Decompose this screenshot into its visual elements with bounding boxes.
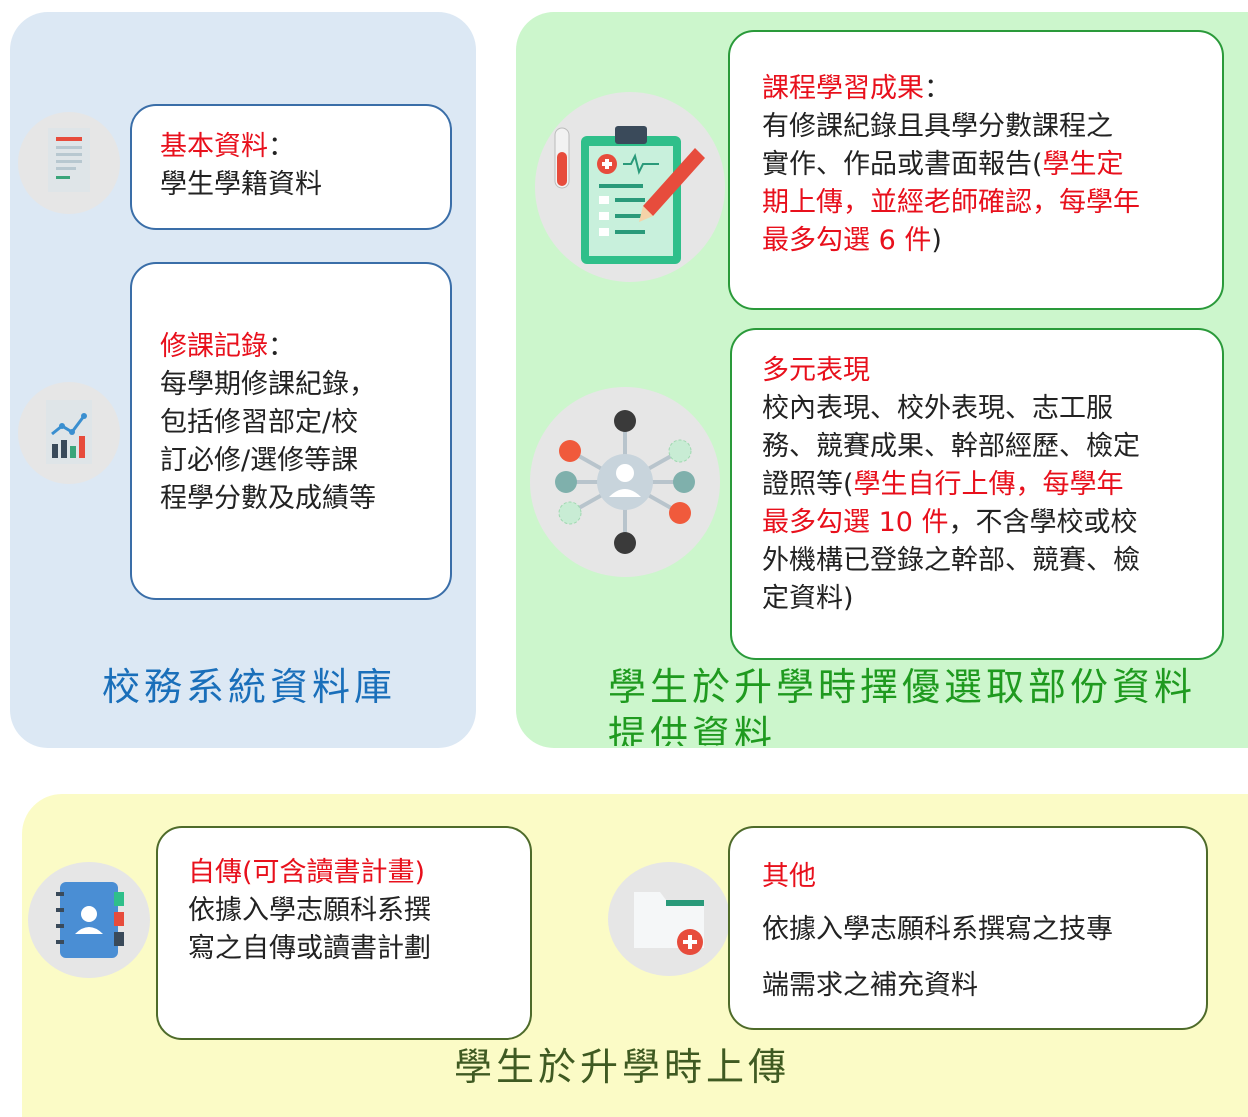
course-record-line: 包括修習部定/校 <box>160 407 359 438</box>
course-record-line: 程學分數及成績等 <box>160 483 376 514</box>
network-person-icon <box>530 387 720 577</box>
learning-outcome-card: 課程學習成果： 有修課紀錄且具學分數課程之 實作、作品或書面報告(學生定 期上傳… <box>728 30 1224 310</box>
learning-outcome-title: 課程學習成果 <box>762 73 924 104</box>
course-record-title: 修課記錄 <box>160 331 268 362</box>
autobiography-card: 自傳(可含讀書計畫) 依據入學志願科系撰 寫之自傳或讀書計劃 <box>156 826 532 1040</box>
basic-data-body: 學生學籍資料 <box>160 169 322 200</box>
selected-data-footer: 學生於升學時擇優選取部份資料 <box>608 665 1197 709</box>
clipboard-pencil-icon <box>535 92 725 282</box>
course-record-line: 訂必修/選修等課 <box>160 445 359 476</box>
course-record-card: 修課記錄： 每學期修課紀錄， 包括修習部定/校 訂必修/選修等課 程學分數及成績… <box>130 262 452 600</box>
upload-footer: 學生於升學時上傳 <box>454 1045 791 1089</box>
diverse-performance-card: 多元表現 校內表現、校外表現、志工服 務、競賽成果、幹部經歷、檢定 證照等(學生… <box>730 328 1224 660</box>
other-card: 其他 依據入學志願科系撰寫之技專 端需求之補充資料 <box>728 826 1208 1030</box>
diverse-performance-title: 多元表現 <box>762 355 870 386</box>
autobiography-title: 自傳(可含讀書計畫) <box>188 857 426 888</box>
other-title: 其他 <box>762 861 816 892</box>
selected-data-footer-overflow: 提供資料 <box>608 713 777 746</box>
school-database-footer: 校務系統資料庫 <box>102 665 397 709</box>
course-record-line: 每學期修課紀錄， <box>160 369 376 400</box>
chart-report-icon <box>18 382 120 484</box>
selected-data-footer-overflow-clip: 提供資料 <box>600 704 900 746</box>
folder-add-icon <box>608 862 730 976</box>
contact-book-icon <box>28 862 150 978</box>
document-icon <box>18 112 120 214</box>
basic-data-title: 基本資料 <box>160 131 268 162</box>
basic-data-card: 基本資料： 學生學籍資料 <box>130 104 452 230</box>
